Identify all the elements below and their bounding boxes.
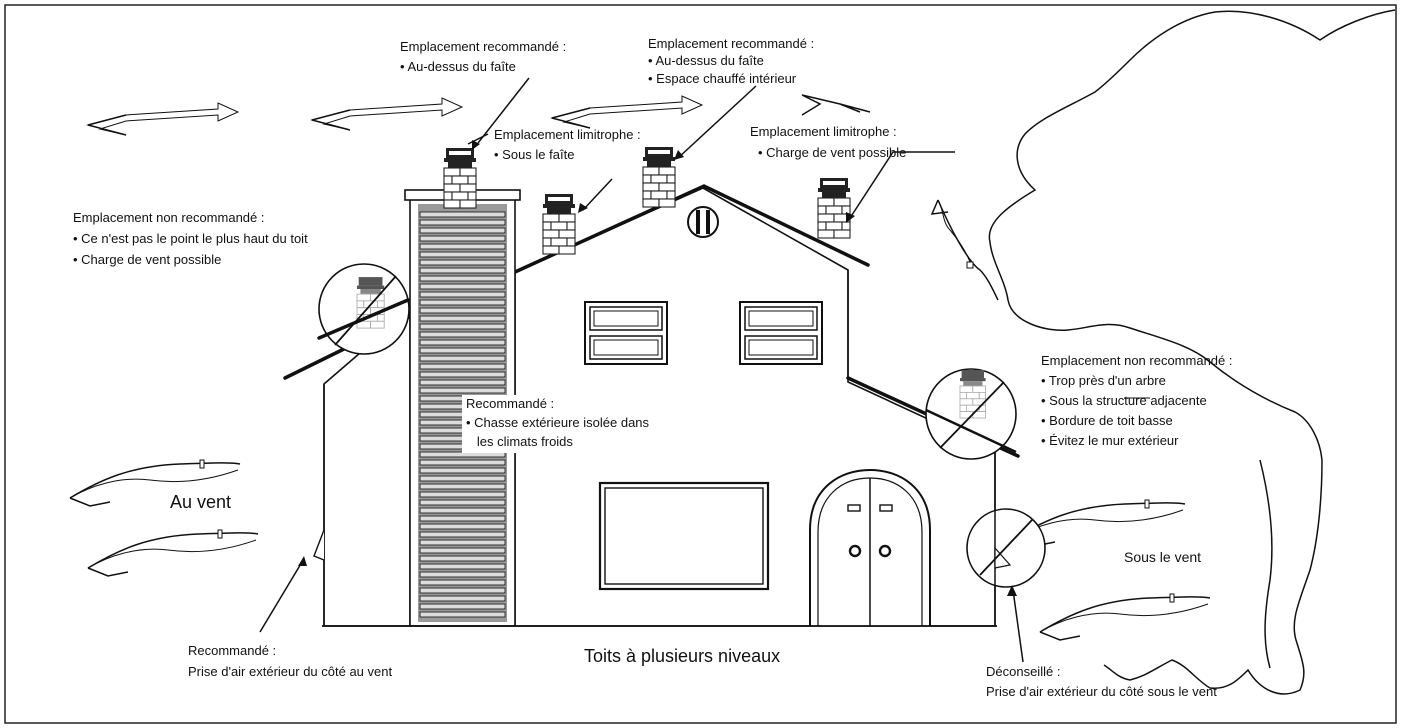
label-item: • Chasse extérieure isolée dans <box>466 415 650 430</box>
chimney-cap-icon <box>642 146 676 208</box>
window-left <box>584 301 668 365</box>
wind-arrow-icon <box>311 97 463 131</box>
label-limit-left: Emplacement limitrophe : • Sous le faîte <box>494 127 641 162</box>
label-windward: Au vent <box>170 492 231 512</box>
label-title: Recommandé : <box>466 396 554 411</box>
label-item: • Charge de vent possible <box>73 252 221 267</box>
label-title: Recommandé : <box>188 643 276 658</box>
window-large <box>598 481 770 591</box>
label-item: • Sous la structure adjacente <box>1041 393 1207 408</box>
label-item: • Au-dessus du faîte <box>400 59 516 74</box>
label-item: • Évitez le mur extérieur <box>1041 433 1179 448</box>
label-title: Déconseillé : <box>986 664 1060 679</box>
label-top-center: Emplacement recommandé : • Au-dessus du … <box>648 36 814 86</box>
window-right <box>739 301 823 365</box>
label-intake-recommended: Recommandé : Prise d'air extérieur du cô… <box>188 643 392 679</box>
chimney-cap-icon <box>542 193 576 255</box>
label-item: Prise d'air extérieur du côté au vent <box>188 664 392 679</box>
label-title: Emplacement limitrophe : <box>750 124 897 139</box>
label-item: les climats froids <box>466 434 573 449</box>
prohibited-circle-icon <box>317 263 410 355</box>
label-limit-right: Emplacement limitrophe : • Charge de ven… <box>750 124 906 160</box>
label-not-rec-right: Emplacement non recommandé : • Trop près… <box>1041 353 1232 448</box>
wind-arrow-icon <box>801 94 871 116</box>
label-intake-not: Déconseillé : Prise d'air extérieur du c… <box>986 664 1217 699</box>
diagram-caption: Toits à plusieurs niveaux <box>584 646 780 666</box>
wind-arrow-icon <box>930 199 999 301</box>
label-item: • Sous le faîte <box>494 147 574 162</box>
leader-arrowheads <box>298 140 1017 596</box>
label-item: • Charge de vent possible <box>758 145 906 160</box>
label-title: Emplacement recommandé : <box>400 39 566 54</box>
label-title: Emplacement non recommandé : <box>1041 353 1232 368</box>
chimney-cap-icon <box>443 147 477 209</box>
label-title: Emplacement recommandé : <box>648 36 814 51</box>
wind-arrow-icon <box>1039 593 1211 641</box>
wind-arrow-icon <box>87 529 259 577</box>
label-item: • Espace chauffé intérieur <box>648 71 797 86</box>
label-chase: Recommandé : • Chasse extérieure isolée … <box>462 395 712 453</box>
label-not-rec-left: Emplacement non recommandé : • Ce n'est … <box>73 210 308 267</box>
tree-outline <box>988 9 1396 695</box>
house-left-wing <box>323 308 411 627</box>
prohibited-circle-icon <box>925 368 1017 460</box>
label-top-left: Emplacement recommandé : • Au-dessus du … <box>400 39 566 74</box>
label-leeward: Sous le vent <box>1124 549 1201 565</box>
label-title: Emplacement limitrophe : <box>494 127 641 142</box>
label-item: • Au-dessus du faîte <box>648 53 764 68</box>
label-item: • Bordure de toit basse <box>1041 413 1173 428</box>
leader-lines <box>259 77 1150 663</box>
wind-arrow-icon <box>551 95 703 129</box>
prohibited-circle-icon <box>966 508 1046 588</box>
chimney-cap-icon <box>817 177 851 239</box>
arched-door <box>809 468 931 626</box>
label-title: Emplacement non recommandé : <box>73 210 264 225</box>
frame-border <box>4 4 1397 724</box>
label-item: • Trop près d'un arbre <box>1041 373 1166 388</box>
label-item: • Ce n'est pas le point le plus haut du … <box>73 231 308 246</box>
wind-arrow-icon <box>87 102 239 136</box>
air-intake-hood <box>313 529 325 561</box>
label-item: Prise d'air extérieur du côté sous le ve… <box>986 684 1217 699</box>
